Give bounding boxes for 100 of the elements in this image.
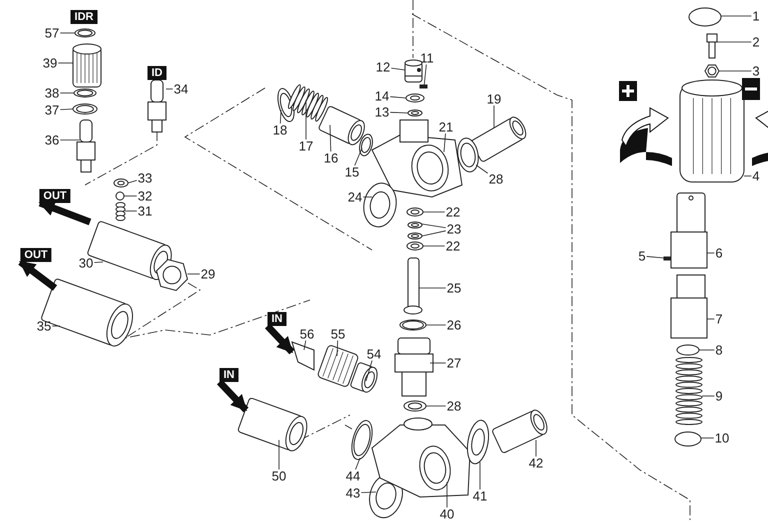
leader-line [718, 70, 752, 72]
callout-number: 22 [444, 206, 462, 218]
callout-number: 14 [374, 90, 390, 102]
hex-nut [156, 258, 188, 292]
leader-line [58, 62, 74, 64]
leader-line [422, 230, 446, 236]
port-label: OUT [20, 248, 52, 262]
leader-line [706, 252, 715, 254]
cap [688, 8, 722, 26]
leader-line [362, 196, 372, 198]
callout-number: 23 [446, 222, 462, 236]
leader-line [360, 492, 376, 494]
leader-line [278, 440, 280, 470]
leader-line [646, 256, 664, 258]
callout-number: 25 [446, 282, 462, 294]
leader-line [336, 340, 338, 356]
flow-arrow [264, 324, 295, 354]
callout-number: 8 [714, 344, 724, 356]
callout-number: 34 [172, 82, 190, 96]
o-ring [359, 134, 373, 156]
callout-number: 28 [488, 172, 504, 186]
adjustment-knob [680, 80, 744, 182]
washer [406, 208, 424, 216]
callout-number: 32 [136, 190, 154, 202]
washer [406, 94, 424, 102]
leader-line [390, 112, 408, 114]
callout-number: 35 [36, 320, 52, 332]
callout-number: 17 [298, 140, 314, 152]
leader-line [128, 180, 138, 184]
leader-line [706, 318, 715, 320]
o-ring [457, 138, 479, 172]
callout-number: 16 [322, 152, 340, 164]
callout-number: 50 [270, 470, 288, 482]
callout-number: 43 [344, 486, 362, 500]
threaded-fitting [394, 338, 434, 396]
leader-line [280, 110, 282, 124]
callout-number: 1 [751, 10, 761, 22]
leader-line [426, 324, 446, 326]
port-label: OUT [39, 189, 71, 203]
threaded-insert [350, 362, 378, 393]
screw [706, 34, 718, 58]
leader-line [424, 64, 427, 88]
washer [406, 242, 424, 250]
callout-number: 6 [714, 246, 724, 260]
seal-ring [466, 420, 490, 464]
callout-number: 30 [78, 256, 94, 270]
port-label: IDR [70, 10, 98, 24]
washer [114, 178, 128, 188]
washer [408, 232, 422, 240]
callout-number: 3 [751, 64, 761, 78]
callout-number: 7 [714, 312, 724, 326]
callout-number: 38 [44, 86, 60, 100]
callout-number: 5 [637, 250, 647, 262]
leader-line [60, 92, 74, 94]
callout-number: 10 [714, 432, 730, 444]
filter-cone [291, 341, 314, 371]
callout-number: 11 [419, 52, 435, 64]
hex-fitting [670, 274, 708, 338]
hex-nut [704, 64, 720, 78]
hose-barb-fitting [148, 80, 166, 132]
o-ring [351, 420, 373, 460]
leader-line [446, 482, 448, 508]
disc [676, 344, 700, 356]
leader-line [366, 360, 372, 382]
leader-line [390, 68, 406, 70]
leader-line [60, 32, 76, 34]
callout-number: 2 [751, 36, 761, 48]
flow-arrow [216, 380, 249, 412]
port-label: IN [220, 368, 238, 382]
knurled-knob [72, 44, 102, 88]
callout-number: 19 [486, 92, 502, 106]
callout-number: 26 [446, 318, 462, 332]
leader-line [94, 262, 104, 263]
callout-number: 31 [136, 204, 154, 218]
callout-number: 57 [44, 26, 60, 40]
callout-number: 54 [366, 348, 382, 360]
callout-number: 28 [446, 400, 462, 412]
leader-line [304, 340, 306, 350]
o-ring [400, 320, 426, 330]
ball [116, 192, 124, 200]
spring [676, 357, 702, 425]
pin [420, 84, 428, 88]
leader-line [422, 224, 446, 228]
cap-nut [404, 60, 422, 82]
seal-ring [363, 182, 397, 228]
spring [288, 84, 328, 122]
washer [408, 222, 422, 228]
callout-number: 41 [472, 490, 488, 502]
leader-line [390, 96, 406, 98]
flow-arrow [18, 259, 58, 291]
hex-fitting [670, 192, 708, 268]
callout-number: 4 [751, 170, 761, 182]
threaded-fitting [237, 397, 308, 452]
valve-stem [404, 258, 422, 314]
leader-line [60, 108, 74, 110]
o-ring [72, 104, 98, 114]
o-ring [74, 28, 96, 38]
leader-line [330, 124, 332, 152]
callout-number: 29 [200, 268, 216, 280]
callout-number: 13 [374, 106, 390, 118]
